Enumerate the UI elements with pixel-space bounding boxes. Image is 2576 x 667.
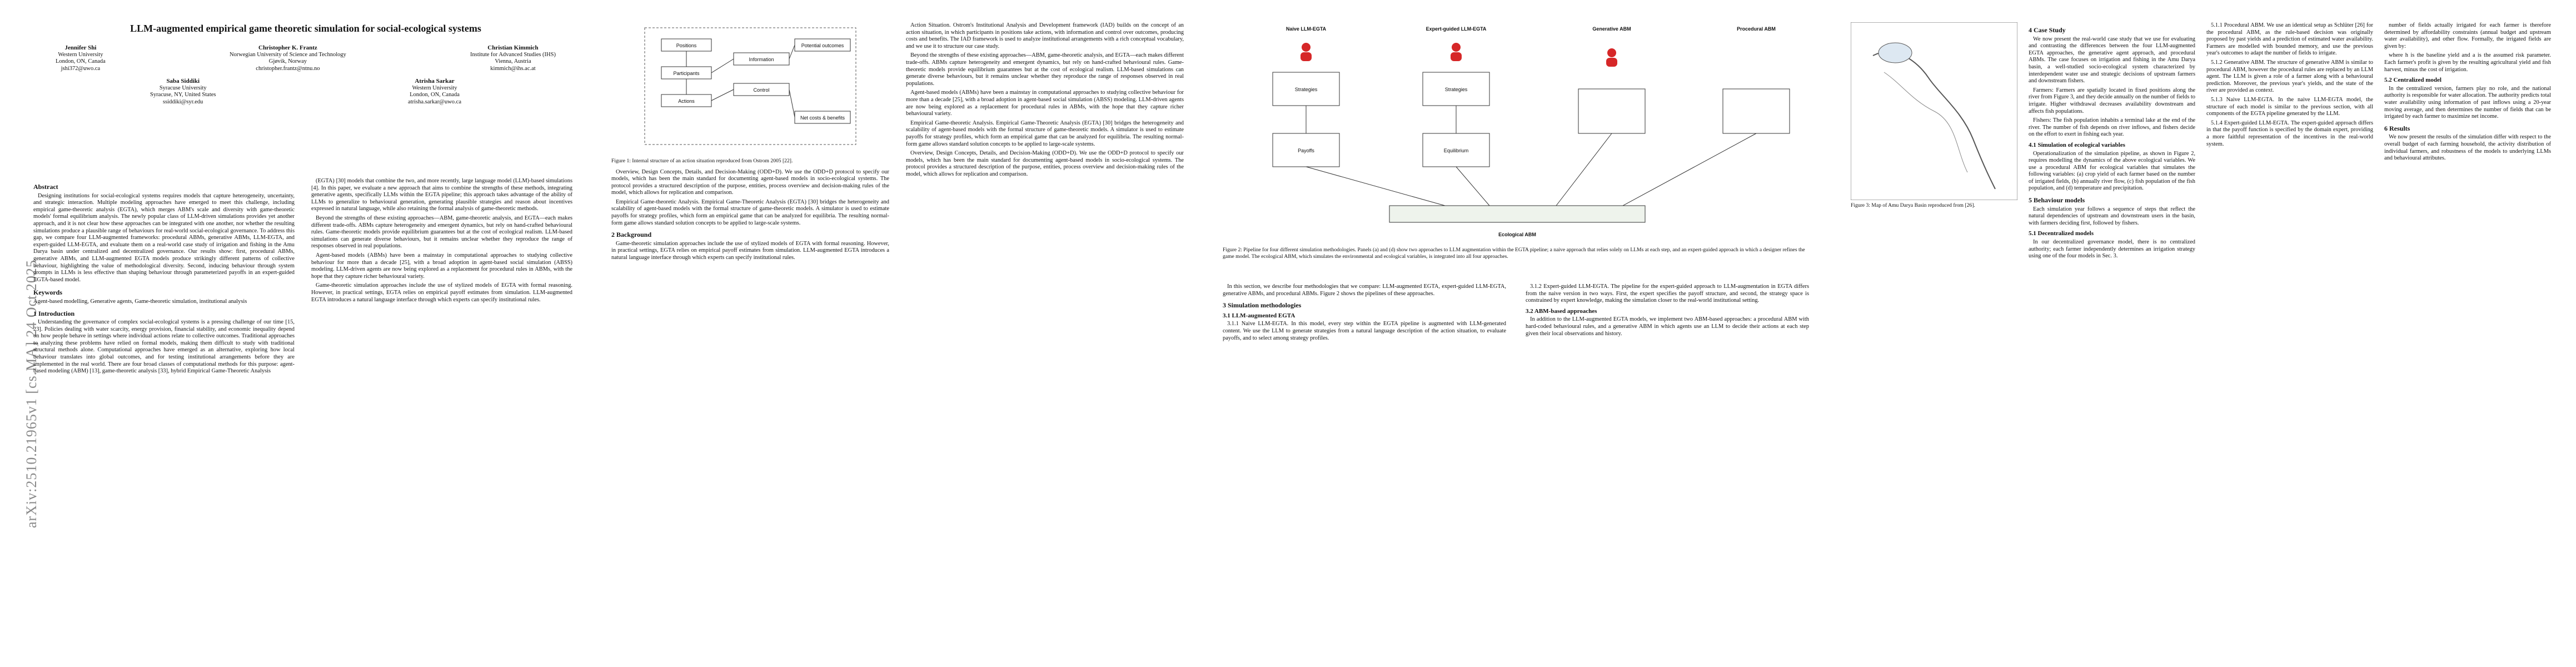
naive-egta-model-text: 5.1.3 Naive LLM-EGTA. In the naive LLM-E…	[2206, 96, 2373, 117]
figure-2-caption: Figure 2: Pipeline for four different si…	[1223, 247, 1805, 260]
procedural-abm-text: 5.1.1 Procedural ABM. We use an identica…	[2206, 22, 2373, 57]
subsection-centralized: 5.2 Centralized model	[2384, 77, 2442, 84]
sec3-intro-text: In this section, we describe four method…	[1223, 283, 1506, 297]
fig2-label-payoffs: Payoffs	[1298, 148, 1314, 153]
background-paragraph-2d: Empirical Game-theoretic Analysis. Empir…	[906, 120, 1184, 147]
page1-right-column: (EGTA) [30] models that combine the two,…	[311, 178, 572, 306]
background-paragraph-1: Overview, Design Concepts, Details, and …	[611, 168, 889, 196]
irrigated-fields-text: number of fields actually irrigated for …	[2384, 22, 2551, 49]
page2-right-column: Action Situation. Ostrom's Institutional…	[906, 22, 1184, 180]
figure-2-pipeline: Naive LLM-EGTA Expert-guided LLM-EGTA Ge…	[1223, 22, 1812, 245]
expert-llm-egta-text: 3.1.2 Expert-guided LLM-EGTA. The pipeli…	[1526, 283, 1809, 304]
intro-paragraph-3: Beyond the strengths of these existing a…	[311, 215, 572, 250]
fig1-label-information: Information	[749, 57, 774, 62]
intro-paragraph-2: (EGTA) [30] models that combine the two,…	[311, 178, 572, 212]
background-paragraph-1b: Game-theoretic simulation approaches inc…	[611, 240, 889, 261]
abstract-text: Designing institutions for social-ecolog…	[33, 192, 295, 283]
keywords-heading: Keywords	[33, 288, 62, 297]
abstract-heading: Abstract	[33, 183, 58, 191]
fig2-label-strategies: Strategies	[1295, 87, 1318, 92]
keywords-text: Agent-based modelling, Generative agents…	[33, 298, 247, 305]
fig1-label-costs: Net costs & benefits	[800, 115, 845, 121]
section-behaviour-models: 5 Behaviour models	[2029, 196, 2085, 205]
fishers-text: Fishers: The fish population inhabits a …	[2029, 117, 2195, 138]
background-paragraph-3: Empirical Game-theoretic Analysis. Empir…	[611, 198, 889, 226]
figure-3-map	[1850, 22, 2018, 201]
page-2: Positions Participants Actions Informati…	[611, 22, 1189, 656]
subsection-ecological: 4.1 Simulation of ecological variables	[2029, 141, 2125, 148]
page-3: Naive LLM-EGTA Expert-guided LLM-EGTA Ge…	[1223, 22, 1817, 656]
fig1-label-outcomes: Potential outcomes	[801, 43, 844, 48]
expert-egta-model-text: 5.1.4 Expert-guided LLM-EGTA. The expert…	[2206, 120, 2373, 147]
naive-llm-egta-text: 3.1.1 Naive LLM-EGTA. In this model, eve…	[1223, 321, 1506, 341]
farmers-text: Farmers: Farmers are spatially located i…	[2029, 87, 2195, 115]
page4-col-3: 5.1.1 Procedural ABM. We use an identica…	[2206, 22, 2373, 150]
section-introduction: 1 Introduction	[33, 309, 75, 317]
arxiv-identifier: arXiv:2510.21965v1 [cs.MA] 24 Oct 2025	[6, 50, 39, 550]
figure-3-caption: Figure 3: Map of Amu Darya Basin reprodu…	[1851, 202, 1975, 208]
page-4: Figure 3: Map of Amu Darya Basin reprodu…	[1850, 22, 2557, 656]
intro-paragraph-5: Game-theoretic simulation approaches inc…	[311, 282, 572, 303]
case-study-text: We now present the real-world case study…	[2029, 36, 2195, 84]
paper-title: LLM-augmented empirical game theoretic s…	[130, 23, 481, 34]
figure-1-caption: Figure 1: Internal structure of an actio…	[611, 158, 793, 164]
abm-approaches-text: In addition to the LLM-augmented EGTA mo…	[1526, 316, 1809, 337]
fig2-label-ecological: Ecological ABM	[1498, 232, 1536, 237]
page4-col-4: number of fields actually irrigated for …	[2384, 22, 2551, 165]
background-paragraph-2c: Agent-based models (ABMs) have been a ma…	[906, 89, 1184, 117]
subsection-llm-egta: 3.1 LLM-augmented EGTA	[1223, 312, 1296, 319]
page4-col-2: 4 Case Study We now present the real-wor…	[2029, 22, 2195, 262]
results-text: We now present the results of the simula…	[2384, 134, 2551, 162]
page3-right-column: 3.1.2 Expert-guided LLM-EGTA. The pipeli…	[1526, 283, 1809, 340]
baseline-yield-text: where h is the baseline yield and a is t…	[2384, 52, 2551, 73]
fig2-label-strategies-2: Strategies	[1445, 87, 1468, 92]
fig2-label-expert: Expert-guided LLM-EGTA	[1426, 26, 1487, 32]
page-1: LLM-augmented empirical game theoretic s…	[33, 22, 578, 656]
subsection-decentralized: 5.1 Decentralized models	[2029, 230, 2094, 237]
section-case-study: 4 Case Study	[2029, 26, 2066, 34]
page4-col-1: Figure 3: Map of Amu Darya Basin reprodu…	[1850, 22, 2018, 213]
pipeline-diagram: Naive LLM-EGTA Expert-guided LLM-EGTA Ge…	[1272, 26, 1790, 237]
figure-1-action-situation: Positions Participants Actions Informati…	[611, 22, 889, 156]
amu-darya-map	[1850, 22, 2018, 201]
action-situation-diagram: Positions Participants Actions Informati…	[644, 27, 856, 145]
fig1-label-actions: Actions	[678, 98, 695, 104]
fig2-label-generative: Generative ABM	[1592, 26, 1631, 32]
fig2-label-equilibrium: Equilibrium	[1444, 148, 1469, 153]
intro-paragraph-4: Agent-based models (ABMs) have been a ma…	[311, 252, 572, 280]
background-paragraph-2e: Overview, Design Concepts, Details, and …	[906, 150, 1184, 177]
section-background: 2 Background	[611, 231, 652, 239]
decentralized-text: In our decentralized governance model, t…	[2029, 239, 2195, 260]
section-simulation-methodologies: 3 Simulation methodologies	[1223, 301, 1302, 310]
section-results: 6 Results	[2384, 124, 2410, 132]
centralized-text: In the centralized version, farmers play…	[2384, 85, 2551, 120]
subsection-abm: 3.2 ABM-based approaches	[1526, 307, 1597, 315]
background-paragraph-2b: Beyond the strengths of these existing a…	[906, 52, 1184, 87]
background-paragraph-2: Action Situation. Ostrom's Institutional…	[906, 22, 1184, 49]
page2-left-column: Positions Participants Actions Informati…	[611, 22, 889, 264]
intro-paragraph-1: Understanding the governance of complex …	[33, 319, 295, 375]
page1-left-column: Abstract Designing institutions for soci…	[33, 178, 295, 377]
fig2-label-naive: Naive LLM-EGTA	[1286, 26, 1327, 32]
page3-left-column: In this section, we describe four method…	[1223, 283, 1506, 344]
fig2-label-procedural: Procedural ABM	[1737, 26, 1776, 32]
fig1-label-positions: Positions	[676, 43, 697, 48]
fig1-label-control: Control	[753, 87, 769, 93]
ecological-sim-text: Operationalization of the simulation pip…	[2029, 150, 2195, 192]
fig1-label-participants: Participants	[673, 71, 700, 76]
generative-abm-text: 5.1.2 Generative ABM. The structure of g…	[2206, 59, 2373, 94]
behaviour-models-text: Each simulation year follows a sequence …	[2029, 206, 2195, 226]
